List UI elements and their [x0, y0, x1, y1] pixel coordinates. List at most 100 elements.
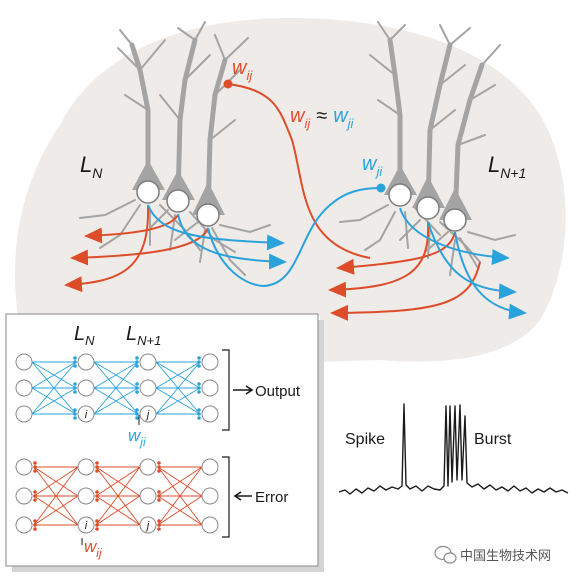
backward-synapse-dot [95, 469, 99, 473]
soma-group-right [384, 165, 472, 232]
forward-synapse-dot [73, 364, 77, 368]
backward-synapse-dot [95, 519, 99, 523]
forward-synapse-dot [197, 386, 201, 390]
backward-synapse-dot [157, 523, 161, 527]
neuron-group-right [339, 21, 516, 276]
forward-synapse-dot [135, 364, 139, 368]
forward-connection [31, 361, 77, 389]
inset-nodes: i j i j [15, 353, 219, 534]
red-arrow-1 [84, 214, 179, 244]
network-node [77, 353, 95, 371]
backward-synapse-dot [33, 519, 37, 523]
forward-connection [155, 361, 201, 415]
output-label: Output [255, 383, 301, 400]
red-arrow-6 [330, 261, 481, 321]
weight-label-wji-cyan: wji [362, 153, 383, 179]
red-arrow-2 [70, 227, 209, 266]
inset-panel [5, 313, 324, 572]
backward-synapse-dot [157, 527, 161, 531]
cyan-arrow-3 [399, 207, 510, 265]
inset-weight-wij: wij [84, 537, 102, 560]
backward-connection [95, 466, 141, 497]
forward-synapse-dot [73, 390, 77, 394]
red-arrow-3 [64, 204, 150, 293]
forward-synapse-dot [135, 386, 139, 390]
inset-backward-connections [33, 466, 203, 526]
forward-connection [155, 361, 201, 389]
network-node [139, 487, 157, 505]
output-bracket [222, 349, 230, 431]
network-node [15, 405, 33, 423]
backward-synapse-dot [157, 469, 161, 473]
node-label-i: i [85, 520, 88, 532]
forward-synapse-dot [135, 382, 139, 386]
backward-connection [95, 495, 141, 526]
network-node [201, 516, 219, 534]
backward-synapse-dot [157, 490, 161, 494]
backward-synapse-dot [95, 523, 99, 527]
backward-synapse-dot [95, 490, 99, 494]
network-node [139, 516, 157, 534]
forward-synapse-dot [135, 416, 139, 420]
network-node [15, 353, 33, 371]
backward-synapse-dot [33, 527, 37, 531]
backward-synapse-dot [33, 523, 37, 527]
watermark-text: 中国生物技术网 [460, 549, 551, 564]
forward-connection [93, 361, 139, 415]
backward-synapse-dot [157, 465, 161, 469]
cortex-background [14, 18, 566, 362]
cyan-arrow-2 [177, 213, 287, 270]
backward-synapse-dot [33, 465, 37, 469]
forward-pathways [147, 187, 527, 320]
inset-forward-connections [31, 361, 201, 415]
network-node [77, 379, 95, 397]
backward-pathways [64, 83, 481, 321]
network-node [15, 516, 33, 534]
output-arrow [233, 385, 254, 395]
network-node [77, 516, 95, 534]
backward-connection [33, 495, 79, 526]
forward-connection [31, 387, 77, 415]
backward-synapse-dot [33, 469, 37, 473]
network-node [201, 353, 219, 371]
node-label-i: i [85, 409, 88, 421]
forward-synapse-dot [197, 408, 201, 412]
forward-synapse-dot [73, 416, 77, 420]
inset-layer-label-n: LN [74, 323, 95, 348]
cyan-synapse-dot [376, 183, 386, 193]
backward-connection [33, 466, 79, 497]
network-node [15, 458, 33, 476]
inset-layer-label-n1: LN+1 [126, 323, 161, 348]
forward-synapse-dot [135, 356, 139, 360]
network-node [139, 379, 157, 397]
network-node [201, 458, 219, 476]
weight-label-wij-top: wij [232, 57, 253, 83]
backward-synapse-dot [95, 527, 99, 531]
forward-synapse-dot [73, 412, 77, 416]
backward-synapse-dot [157, 461, 161, 465]
backward-synapse-dot [157, 498, 161, 502]
error-bracket [222, 456, 230, 538]
forward-connection [93, 361, 139, 389]
node-label-j: j [145, 409, 150, 421]
error-label: Error [255, 489, 288, 506]
backward-synapse-dot [95, 498, 99, 502]
inset-weight-wji: wji [128, 426, 146, 449]
red-long-connection [227, 83, 371, 259]
forward-synapse-dot [197, 360, 201, 364]
forward-connection [93, 387, 139, 415]
network-node [77, 458, 95, 476]
network-node [139, 353, 157, 371]
backward-synapse-dot [95, 494, 99, 498]
forward-synapse-dot [197, 412, 201, 416]
cyan-arrow-1 [147, 204, 285, 251]
red-synapse-dot [223, 79, 233, 89]
backward-connection [95, 466, 141, 526]
network-node [139, 458, 157, 476]
network-node [139, 405, 157, 423]
forward-synapse-dot [73, 360, 77, 364]
backward-synapse-dot [157, 494, 161, 498]
error-arrow [233, 491, 252, 501]
voltage-trace [338, 403, 569, 495]
node-label-j: j [145, 520, 150, 532]
